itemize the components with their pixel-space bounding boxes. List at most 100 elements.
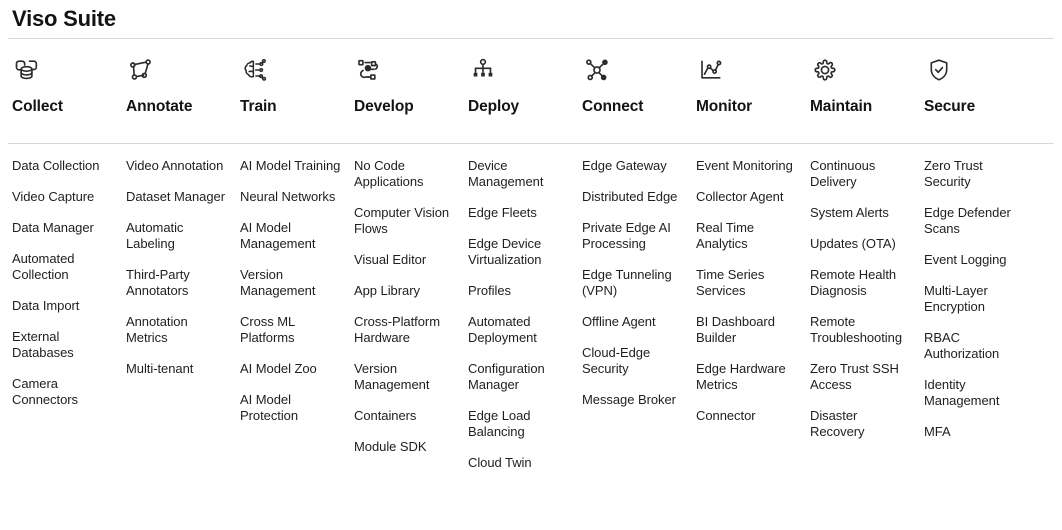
list-item[interactable]: Cloud-Edge Security <box>582 345 651 376</box>
category-label-maintain: Maintain <box>810 98 873 115</box>
list-item[interactable]: Remote Troubleshooting <box>810 314 902 345</box>
feature-columns-row: Data Collection Video Capture Data Manag… <box>8 144 1054 516</box>
category-label-connect: Connect <box>582 98 644 115</box>
list-item[interactable]: Edge Device Virtualization <box>468 236 542 267</box>
list-item[interactable]: Multi-Layer Encryption <box>924 283 988 314</box>
list-item[interactable]: Visual Editor <box>354 252 427 267</box>
line-chart-icon <box>696 55 726 85</box>
list-item[interactable]: Remote Health Diagnosis <box>810 267 897 298</box>
list-item[interactable]: Time Series Services <box>696 267 765 298</box>
list-item[interactable]: Zero Trust SSH Access <box>810 361 899 392</box>
category-header-secure[interactable]: Secure <box>920 55 1034 143</box>
category-header-row: Collect Annotate <box>8 39 1054 143</box>
list-item[interactable]: Automated Collection <box>12 251 75 282</box>
feature-column-connect: Edge Gateway Distributed Edge Private Ed… <box>578 158 692 516</box>
category-label-deploy: Deploy <box>468 98 520 115</box>
list-item[interactable]: Edge Fleets <box>468 205 537 220</box>
list-item[interactable]: RBAC Authorization <box>924 330 1000 361</box>
list-item[interactable]: Profiles <box>468 283 511 298</box>
list-item[interactable]: Connector <box>696 408 756 423</box>
category-header-train[interactable]: Train <box>236 55 350 143</box>
list-item[interactable]: BI Dashboard Builder <box>696 314 775 345</box>
list-item[interactable]: Edge Defender Scans <box>924 205 1011 236</box>
list-item[interactable]: Event Monitoring <box>696 158 793 173</box>
list-item[interactable]: Continuous Delivery <box>810 158 876 189</box>
hierarchy-tree-icon <box>468 55 498 85</box>
list-item[interactable]: Offline Agent <box>582 314 656 329</box>
list-item[interactable]: Private Edge AI Processing <box>582 220 671 251</box>
list-item[interactable]: Identity Management <box>924 377 1000 408</box>
list-item[interactable]: Automated Deployment <box>468 314 537 345</box>
list-item[interactable]: Edge Gateway <box>582 158 667 173</box>
list-item[interactable]: Edge Tunneling (VPN) <box>582 267 672 298</box>
feature-column-maintain: Continuous Delivery System Alerts Update… <box>806 158 920 516</box>
list-item[interactable]: AI Model Zoo <box>240 361 317 376</box>
shield-check-icon <box>924 55 954 85</box>
category-header-develop[interactable]: Develop <box>350 55 464 143</box>
title-bar: Viso Suite <box>8 0 1054 38</box>
category-header-connect[interactable]: Connect <box>578 55 692 143</box>
list-item[interactable]: MFA <box>924 424 951 439</box>
list-item[interactable]: Data Manager <box>12 220 94 235</box>
list-item[interactable]: AI Model Management <box>240 220 316 251</box>
category-header-maintain[interactable]: Maintain <box>806 55 920 143</box>
list-item[interactable]: Configuration Manager <box>468 361 545 392</box>
category-header-annotate[interactable]: Annotate <box>122 55 236 143</box>
list-item[interactable]: Video Capture <box>12 189 95 204</box>
database-collect-icon <box>12 55 42 85</box>
list-item[interactable]: Updates (OTA) <box>810 236 896 251</box>
list-item[interactable]: Cross ML Platforms <box>240 314 295 345</box>
network-hub-icon <box>582 55 612 85</box>
list-item[interactable]: Data Collection <box>12 158 100 173</box>
feature-column-collect: Data Collection Video Capture Data Manag… <box>8 158 122 516</box>
list-item[interactable]: System Alerts <box>810 205 889 220</box>
polygon-annotate-icon <box>126 55 156 85</box>
category-label-monitor: Monitor <box>696 98 753 115</box>
list-item[interactable]: Real Time Analytics <box>696 220 755 251</box>
list-item[interactable]: No Code Applications <box>354 158 424 189</box>
list-item[interactable]: App Library <box>354 283 420 298</box>
category-header-deploy[interactable]: Deploy <box>464 55 578 143</box>
list-item[interactable]: Data Import <box>12 298 80 313</box>
list-item[interactable]: Version Management <box>354 361 430 392</box>
list-item[interactable]: Annotation Metrics <box>126 314 188 345</box>
list-item[interactable]: Device Management <box>468 158 544 189</box>
category-header-collect[interactable]: Collect <box>8 55 122 143</box>
list-item[interactable]: Third-Party Annotators <box>126 267 190 298</box>
list-item[interactable]: Cloud Twin <box>468 455 532 470</box>
list-item[interactable]: Version Management <box>240 267 316 298</box>
gear-icon <box>810 55 840 85</box>
list-item[interactable]: Event Logging <box>924 252 1007 267</box>
page-title: Viso Suite <box>12 6 116 31</box>
list-item[interactable]: Neural Networks <box>240 189 336 204</box>
category-label-annotate: Annotate <box>126 98 193 115</box>
brain-network-icon <box>240 55 270 85</box>
list-item[interactable]: Edge Hardware Metrics <box>696 361 786 392</box>
list-item[interactable]: Multi-tenant <box>126 361 194 376</box>
category-label-train: Train <box>240 98 277 115</box>
feature-column-annotate: Video Annotation Dataset Manager Automat… <box>122 158 236 516</box>
list-item[interactable]: AI Model Training <box>240 158 341 173</box>
list-item[interactable]: Camera Connectors <box>12 376 78 407</box>
list-item[interactable]: Containers <box>354 408 417 423</box>
list-item[interactable]: Cross-Platform Hardware <box>354 314 440 345</box>
list-item[interactable]: AI Model Protection <box>240 392 299 423</box>
list-item[interactable]: Distributed Edge <box>582 189 678 204</box>
list-item[interactable]: Computer Vision Flows <box>354 205 450 236</box>
list-item[interactable]: Dataset Manager <box>126 189 225 204</box>
list-item[interactable]: Zero Trust Security <box>924 158 983 189</box>
feature-column-secure: Zero Trust Security Edge Defender Scans … <box>920 158 1034 516</box>
list-item[interactable]: Module SDK <box>354 439 427 454</box>
list-item[interactable]: External Databases <box>12 329 74 360</box>
list-item[interactable]: Disaster Recovery <box>810 408 865 439</box>
flow-nodes-icon <box>354 55 384 85</box>
list-item[interactable]: Message Broker <box>582 392 676 407</box>
category-label-collect: Collect <box>12 98 63 115</box>
list-item[interactable]: Video Annotation <box>126 158 224 173</box>
category-header-monitor[interactable]: Monitor <box>692 55 806 143</box>
list-item[interactable]: Collector Agent <box>696 189 784 204</box>
feature-column-train: AI Model Training Neural Networks AI Mod… <box>236 158 350 516</box>
list-item[interactable]: Edge Load Balancing <box>468 408 531 439</box>
list-item[interactable]: Automatic Labeling <box>126 220 184 251</box>
